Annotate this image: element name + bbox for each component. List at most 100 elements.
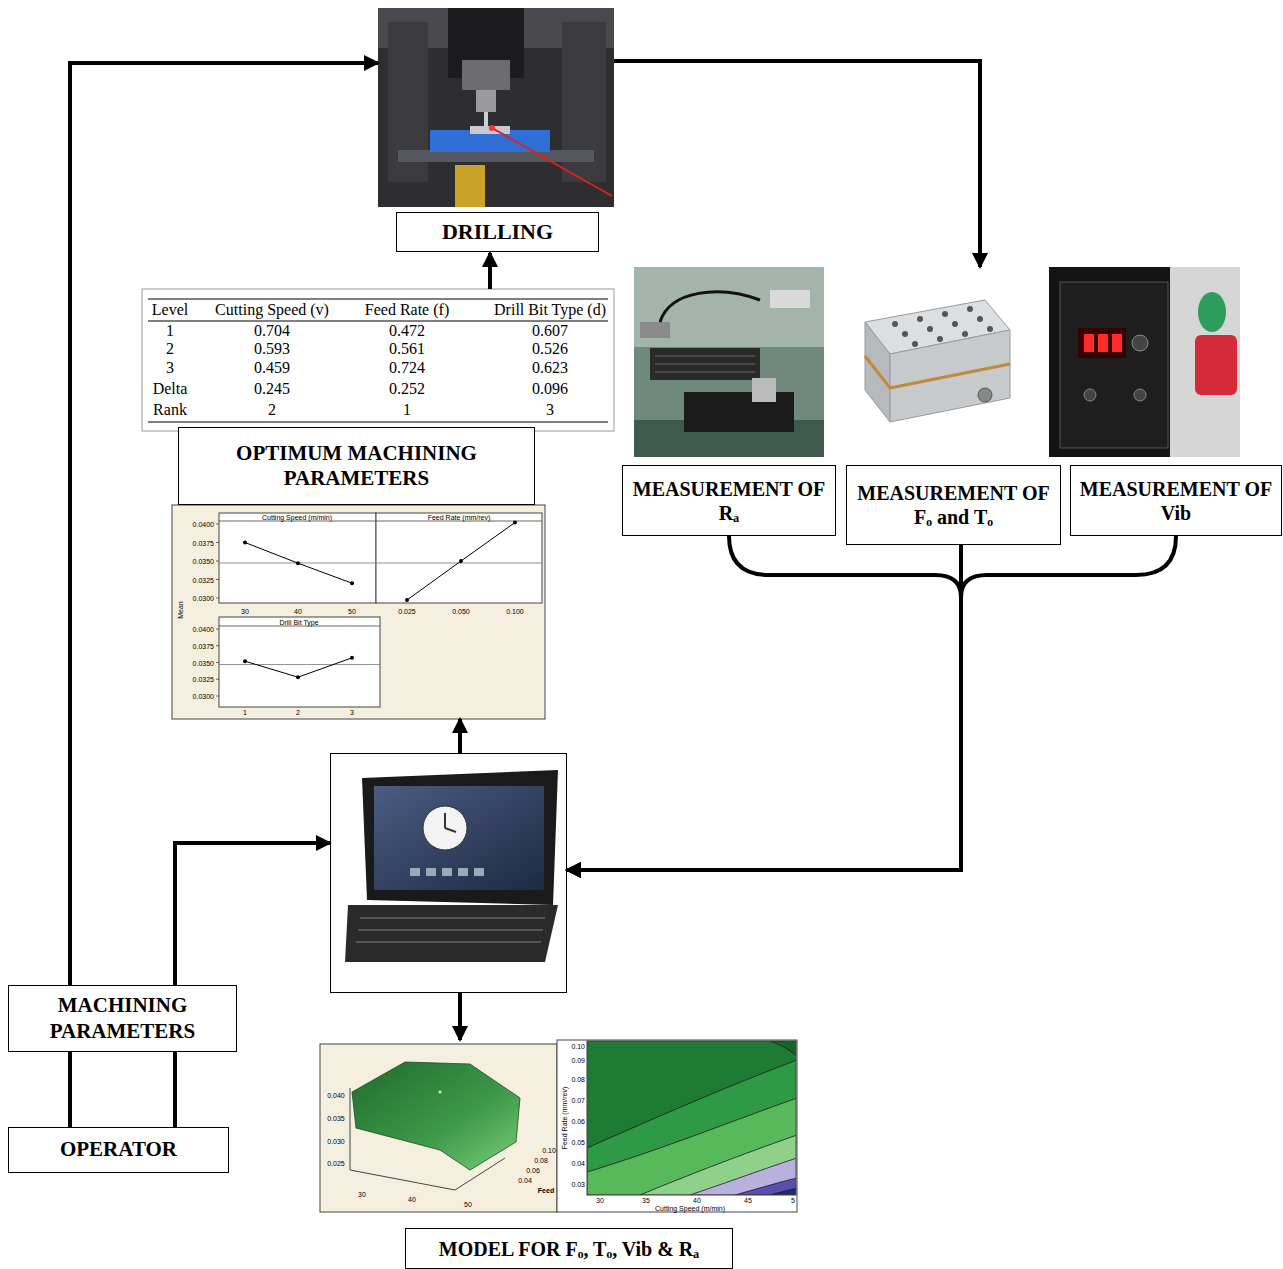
- dynamometer-photo-part-part: [977, 316, 983, 322]
- dynamometer-photo-part: [865, 356, 890, 388]
- contour-plot-part-part: [770, 1041, 796, 1056]
- roughness-tester-photo-part: [660, 292, 760, 322]
- vibration-meter-photo-part: [1134, 389, 1146, 401]
- main-effects-plot-part-part: [216, 662, 219, 663]
- dynamometer-photo-part: [978, 388, 992, 402]
- main-effects-plot-part-part: [216, 598, 219, 599]
- axis-label: 0.08: [534, 1157, 548, 1164]
- axis-label: 0.100: [506, 608, 524, 615]
- dynamometer-photo-part-part: [967, 306, 973, 312]
- laptop-illustration-part: [362, 770, 558, 905]
- drilling-machine-photo-part: [462, 60, 510, 90]
- contour-plot-part: [587, 1041, 796, 1195]
- table-cell: 0.724: [389, 360, 425, 376]
- drilling-machine-photo-part: [489, 125, 495, 131]
- vibration-meter-photo-part: [1049, 267, 1240, 457]
- axis-label: 5: [791, 1197, 795, 1204]
- dynamometer-photo-part: [865, 322, 890, 422]
- main-effects-plot-part-part: [405, 598, 409, 602]
- main-effects-plot-part-part: [350, 581, 354, 585]
- table-cell: 1: [166, 323, 174, 339]
- main-effects-plot-part-part: [296, 675, 300, 679]
- vibration-meter-photo-part: [1078, 328, 1126, 358]
- axis-label: 30: [241, 608, 249, 615]
- main-effects-chart: Cutting Speed (m/min) Feed Rate (mm/rev) D…: [172, 505, 545, 719]
- axis-label: 0.04: [518, 1177, 532, 1184]
- axis-label: 45: [744, 1197, 752, 1204]
- laptop-illustration-part: [345, 905, 558, 962]
- vibration-meter-photo-part-part: [1112, 334, 1122, 352]
- axis-label: 0.025: [327, 1160, 345, 1167]
- axis-label: 50: [464, 1201, 472, 1208]
- laptop-illustration-part-part: [356, 941, 541, 943]
- main-effects-plot-part-part: [216, 629, 219, 630]
- computer-box: [330, 753, 567, 993]
- axis-label: 0.06: [526, 1167, 540, 1174]
- axis-label: 0.0325: [193, 576, 214, 583]
- table-cell: Feed Rate (f): [365, 302, 449, 318]
- axis-label: Feed: [538, 1187, 554, 1194]
- laptop-illustration-part: [374, 786, 544, 890]
- axis-label: 0.035: [327, 1115, 345, 1122]
- node-text: MODEL FOR Fₒ, Tₒ, Vib & Rₐ: [439, 1237, 699, 1261]
- main-effects-plot: [172, 505, 545, 719]
- flow-arrow: [68, 1052, 72, 1127]
- laptop-illustration-part-part: [474, 868, 484, 876]
- main-effects-plot-part-part: [216, 679, 219, 680]
- dynamometer-photo-part: [839, 267, 1030, 457]
- laptop-illustration-part-part: [410, 868, 420, 876]
- dynamometer-photo-part-part: [927, 326, 933, 332]
- dynamometer-photo-part-part: [917, 316, 923, 322]
- axis-label: 2: [296, 709, 300, 716]
- axis-label: 40: [693, 1197, 701, 1204]
- axis-label: 0.07: [571, 1097, 585, 1104]
- laptop-illustration-part: [423, 806, 467, 850]
- drilling-machine-photo-part: [476, 90, 496, 112]
- axis-label: 0.08: [571, 1076, 585, 1083]
- axis-label: 0.10: [571, 1043, 585, 1050]
- laptop-illustration-part: [356, 918, 545, 942]
- main-effects-plot-part: [219, 664, 380, 665]
- vibration-meter-photo-part: [1170, 267, 1240, 457]
- axis-label: Feed Rate (mm/rev): [561, 1087, 568, 1150]
- flow-arrow: [173, 1052, 177, 1127]
- node-text: Drill Bit Type: [279, 618, 318, 625]
- vibration-meter-photo-part-part: [1098, 334, 1108, 352]
- axis-label: 0.025: [398, 608, 416, 615]
- main-effects-plot-part-part: [350, 656, 354, 660]
- vibration-meter-photo-part: [1195, 335, 1237, 395]
- roughness-tester-photo-part-part: [655, 355, 755, 357]
- table-cell: 0.704: [254, 323, 290, 339]
- flow-arrow: [614, 61, 980, 267]
- dynamometer-photo-part-part: [912, 341, 918, 347]
- axis-label: 0.050: [452, 608, 470, 615]
- laptop-illustration-part-part: [458, 868, 468, 876]
- table-cell: Rank: [153, 402, 187, 418]
- axis-label: 0.04: [571, 1160, 585, 1167]
- axis-label: 30: [596, 1197, 604, 1204]
- contour-plot-part-part: [587, 1098, 796, 1195]
- vibration-meter-photo-part: [1198, 292, 1226, 332]
- main-effects-plot-part-part: [216, 645, 219, 646]
- table-cell: 0.472: [389, 323, 425, 339]
- roughness-tester-photo: [634, 267, 824, 457]
- node-text: OPTIMUM MACHINING PARAMETERS: [185, 441, 528, 491]
- node-text: Feed Rate (mm/rev): [428, 514, 491, 521]
- roughness-tester-photo-part: [770, 290, 810, 308]
- dynamometer-photo-part: [890, 364, 1010, 388]
- flow-arrow: [458, 993, 462, 1040]
- axis-label: 0.0300: [193, 693, 214, 700]
- dynamometer-photo-part-part: [962, 331, 968, 337]
- node-text: Cutting Speed (m/min): [262, 514, 332, 521]
- label-box: MEASUREMENT OF Fₒ and Tₒ: [846, 465, 1061, 545]
- response-surface-plot: [320, 1044, 557, 1212]
- drilling-machine-photo-part: [470, 126, 510, 134]
- drilling-machine-photo-part: [378, 8, 614, 207]
- laptop-illustration-part: [331, 754, 566, 992]
- main-effects-plot-part-part: [243, 541, 247, 545]
- label-box: MACHINING PARAMETERS: [8, 985, 237, 1052]
- axis-label: 35: [642, 1197, 650, 1204]
